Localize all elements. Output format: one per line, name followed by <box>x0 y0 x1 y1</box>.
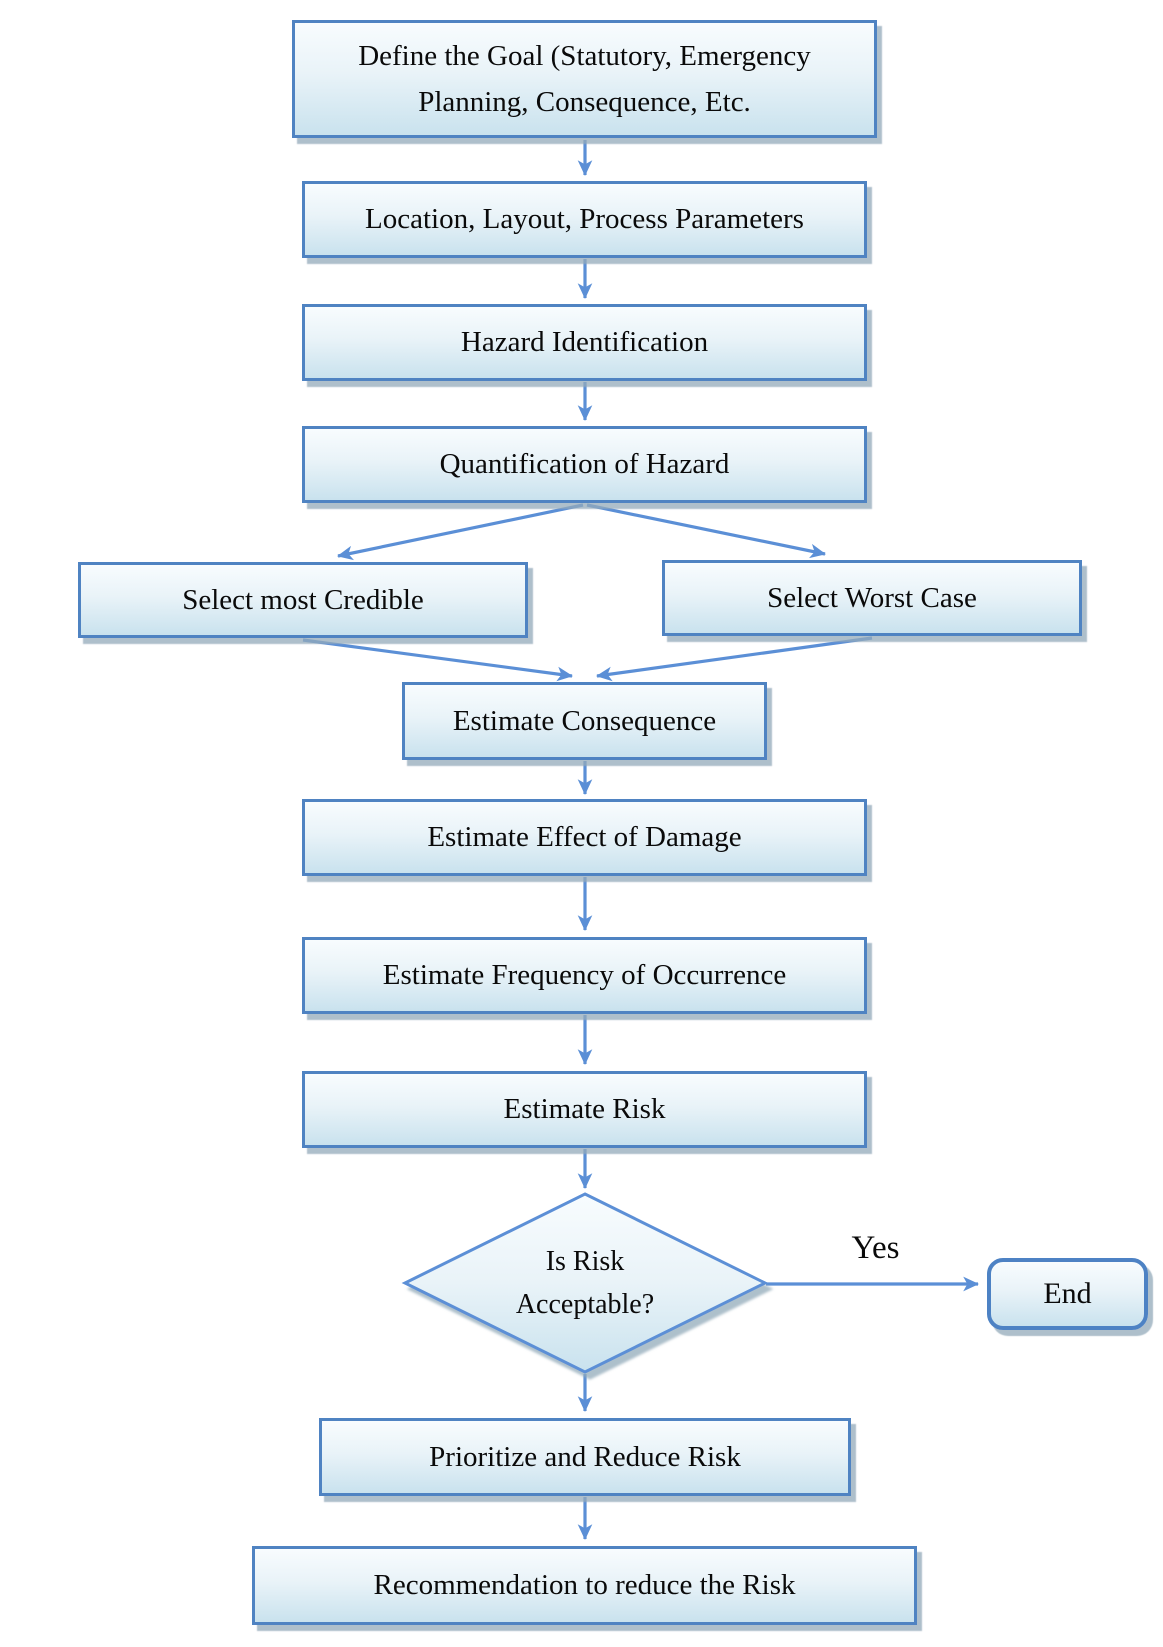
node-estimate-consequence: Estimate Consequence <box>402 682 767 760</box>
decision-diamond <box>401 1192 769 1374</box>
edge-quantification-to-select-most-credible <box>337 503 584 561</box>
edge-select-most-credible-to-estimate-consequence <box>302 638 573 682</box>
edge-quantification-to-select-worst-case <box>586 503 826 559</box>
node-end: End <box>987 1258 1148 1330</box>
node-estimate-risk: Estimate Risk <box>302 1071 867 1148</box>
node-estimate-effect-damage: Estimate Effect of Damage <box>302 799 867 876</box>
node-recommendation: Recommendation to reduce the Risk <box>252 1546 917 1625</box>
node-estimate-frequency: Estimate Frequency of Occurrence <box>302 937 867 1014</box>
node-select-worst-case: Select Worst Case <box>662 560 1082 636</box>
node-select-most-credible: Select most Credible <box>78 562 528 638</box>
node-define-goal: Define the Goal (Statutory, Emergency Pl… <box>292 20 877 138</box>
node-quantification-hazard: Quantification of Hazard <box>302 426 867 503</box>
edge-select-worst-case-to-estimate-consequence <box>596 636 873 682</box>
node-hazard-identification: Hazard Identification <box>302 304 867 381</box>
edge-label-yes: Yes <box>851 1230 900 1266</box>
node-is-risk-acceptable-label: Is Risk Acceptable? <box>515 1245 655 1320</box>
node-location-layout: Location, Layout, Process Parameters <box>302 181 867 258</box>
node-prioritize-reduce-risk: Prioritize and Reduce Risk <box>319 1418 851 1496</box>
